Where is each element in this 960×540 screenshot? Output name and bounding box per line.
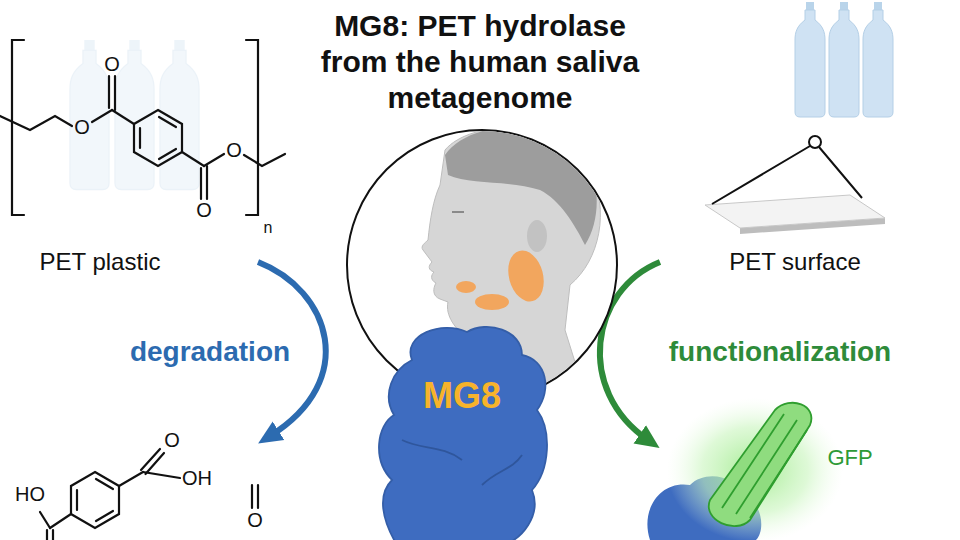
material-label: PET plastic [40,249,161,275]
atom-label: O [226,139,242,161]
atom-label: OH [182,467,212,489]
shape-part [667,398,843,540]
material-label: PET surface [729,249,861,275]
atom-label: O [104,53,120,75]
bottle-watermark [70,40,199,190]
subscript-label: n [264,219,273,237]
atom-label: O [74,116,90,138]
atom-label: O [196,199,212,221]
process-label: degradation [130,337,290,368]
pet-surface-slab [705,136,885,234]
node-label: GFP [827,446,872,470]
bottle-group [795,2,893,117]
atom-label: O [164,429,180,451]
title-text: MG8: PET hydrolase from the human saliva… [310,8,650,116]
pet-structure [0,40,285,215]
shape-part [379,327,547,540]
atom-label: O [247,509,263,531]
atom-label: HO [15,483,45,505]
shape-part [722,414,807,518]
process-label: functionalization [669,337,891,368]
tpa-structure [40,449,258,540]
node-shape [372,320,552,540]
enzyme-blob: MG8 [372,320,552,540]
shape-part [402,440,522,485]
node-label: MG8 [423,376,501,416]
gfp-protein: GFP [680,390,880,540]
shape-part [709,403,812,526]
